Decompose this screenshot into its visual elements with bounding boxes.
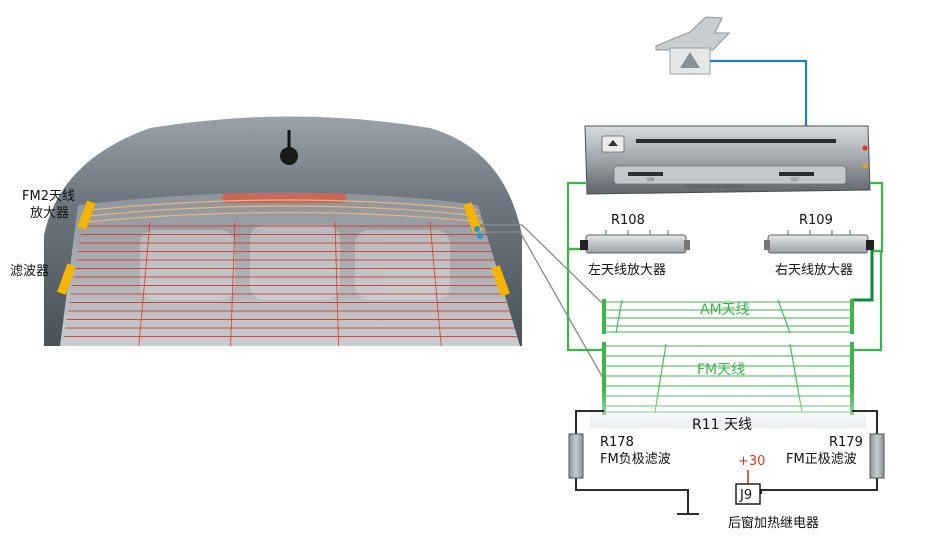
fm-antenna-label: FM天线 [697,362,745,378]
brand-label: VOLKSWAGEN INFOTAINMENT [685,184,745,189]
card-slot-right [779,172,814,176]
rear-window [60,192,520,346]
filter-r178 [568,433,584,479]
heater-grid [63,221,518,347]
roof-antenna [280,130,298,165]
relay-voltage: +30 [738,454,765,469]
heater-bus-bar [334,221,340,347]
r109-id: R109 [799,213,833,228]
filter-left [57,263,76,295]
amplifier-right [463,202,482,234]
rear-seats [140,225,450,300]
r179-name: FM正极滤波 [786,452,857,467]
filter-right [491,265,510,297]
filter-label: 滤波器 [10,264,49,279]
shark-fin-antenna [655,16,731,75]
r108-name: 左天线放大器 [588,263,666,278]
heater-bus-bar [429,221,442,347]
fm2-amplifier-left [77,200,96,230]
heater-bus-bar [230,221,236,347]
fm2-amp-label-2: 放大器 [30,206,69,221]
am-cross [615,299,623,334]
eject-icon [608,140,618,146]
r11-antenna-label: R11 天线 [692,417,752,433]
coax-wire [710,59,808,127]
car-rear-view: FM2天线 放大器 滤波器 [10,116,522,347]
am-cross [777,299,791,334]
heater-bus [575,410,878,515]
green-wiring [566,181,884,352]
r178-id: R178 [600,435,634,450]
connector-dot [474,226,480,232]
card-slot-left [628,172,663,176]
right-amp-feed [852,246,874,302]
r108-id: R108 [611,213,645,228]
slot-left-label: SIM [647,177,655,182]
filter-r179 [869,433,885,479]
fm-antenna: FM天线 [602,342,854,415]
r109-name: 右天线放大器 [775,263,853,278]
fm-antenna-lines [85,199,483,223]
fm2-amp-label-1: FM2天线 [22,189,75,204]
brake-light [222,193,346,203]
relay-name: 后窗加热继电器 [728,515,819,531]
am-antenna: AM天线 [602,299,854,334]
heater-bus-bar [138,221,151,347]
relay-j9: +30 J9 后窗加热继电器 [728,454,819,531]
head-unit: SIM SDC VOLKSWAGEN INFOTAINMENT [584,125,871,195]
leader-lines [480,224,604,379]
left-amplifier-r108: R108 左天线放大器 [580,213,690,278]
connector-dot [477,233,483,239]
r179-id: R179 [829,435,863,450]
slot-right-label: SDC [791,177,800,182]
am-antenna-label: AM天线 [700,302,750,318]
glow [590,388,866,428]
right-amplifier-r109: R109 右天线放大器 [764,213,874,278]
disc-slot [636,139,836,143]
relay-id: J9 [739,488,752,503]
r178-name: FM负极滤波 [600,452,671,467]
